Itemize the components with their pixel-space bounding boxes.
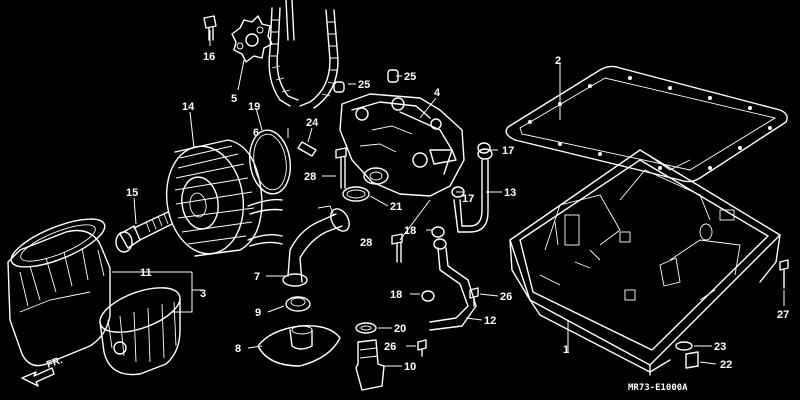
callout-22: 22 [720,359,732,371]
oil-strainer-pipe [282,205,350,287]
callout-20: 20 [394,323,406,335]
callout-14: 14 [182,101,195,113]
callout-17b: 17 [462,193,474,205]
callout-23: 23 [714,341,726,353]
callout-18a: 18 [404,225,416,237]
callout-4: 4 [434,87,441,99]
callout-19: 19 [248,101,260,113]
callout-1: 1 [563,344,569,356]
callout-25a: 25 [358,79,370,91]
callout-6: 6 [253,127,259,139]
washer-20 [355,322,377,334]
callout-3: 3 [200,288,206,300]
sealing-washer-18a [431,226,445,238]
callout-24: 24 [306,117,319,129]
oil-pipe-lower [429,238,477,331]
callout-21: 21 [390,201,402,213]
dowel-pin [297,141,317,157]
drawing-code: MR73-E1000A [628,383,688,393]
sprocket-bolt [203,15,217,41]
washer-23 [675,341,693,351]
callout-8: 8 [235,343,241,355]
callout-28a: 28 [304,171,316,183]
bolt-26b [417,339,427,357]
filter-wrench [99,287,181,376]
callout-labels: 1 2 3 4 5 6 7 8 9 10 11 12 13 14 15 16 1… [126,51,789,373]
o-ring [249,129,291,195]
callout-27: 27 [777,309,789,321]
bolt-27 [779,259,789,289]
drain-bolt [685,351,699,369]
oil-pump-chain [268,0,339,109]
sealing-washer-17a [477,142,491,154]
pump-o-ring [342,186,370,202]
oil-pipe-upper [453,148,493,233]
callout-26b: 26 [384,341,396,353]
callout-9: 9 [255,307,261,319]
callout-16: 16 [203,51,215,63]
center-bolt [115,211,173,253]
oil-pressure-switch [355,339,385,391]
sealing-washer-18b [421,290,435,302]
oil-filter [7,218,111,367]
oil-pan [509,149,781,376]
callout-2: 2 [555,55,561,67]
callout-17a: 17 [502,145,514,157]
callout-18b: 18 [390,289,402,301]
strainer-o-ring [285,296,311,312]
oil-cooler [165,139,283,257]
callout-26a: 26 [500,291,512,303]
callout-13: 13 [504,187,516,199]
bolt-28-lower [391,233,403,263]
callout-15: 15 [126,187,138,199]
bolt-26a [469,287,479,307]
front-direction-label: FR. [45,355,64,371]
callout-12: 12 [484,315,496,327]
callout-25b: 25 [404,71,416,83]
callout-5: 5 [231,93,237,105]
callout-10: 10 [404,361,416,373]
callout-11: 11 [140,267,152,279]
sprocket [231,15,273,63]
oil-strainer [257,325,341,367]
bolt-28-upper [335,147,347,189]
oil-pump [339,93,465,197]
front-direction-arrow-icon: FR. [21,355,64,387]
callout-28b: 28 [360,237,372,249]
callout-7: 7 [254,271,260,283]
leader-lines [112,30,785,367]
